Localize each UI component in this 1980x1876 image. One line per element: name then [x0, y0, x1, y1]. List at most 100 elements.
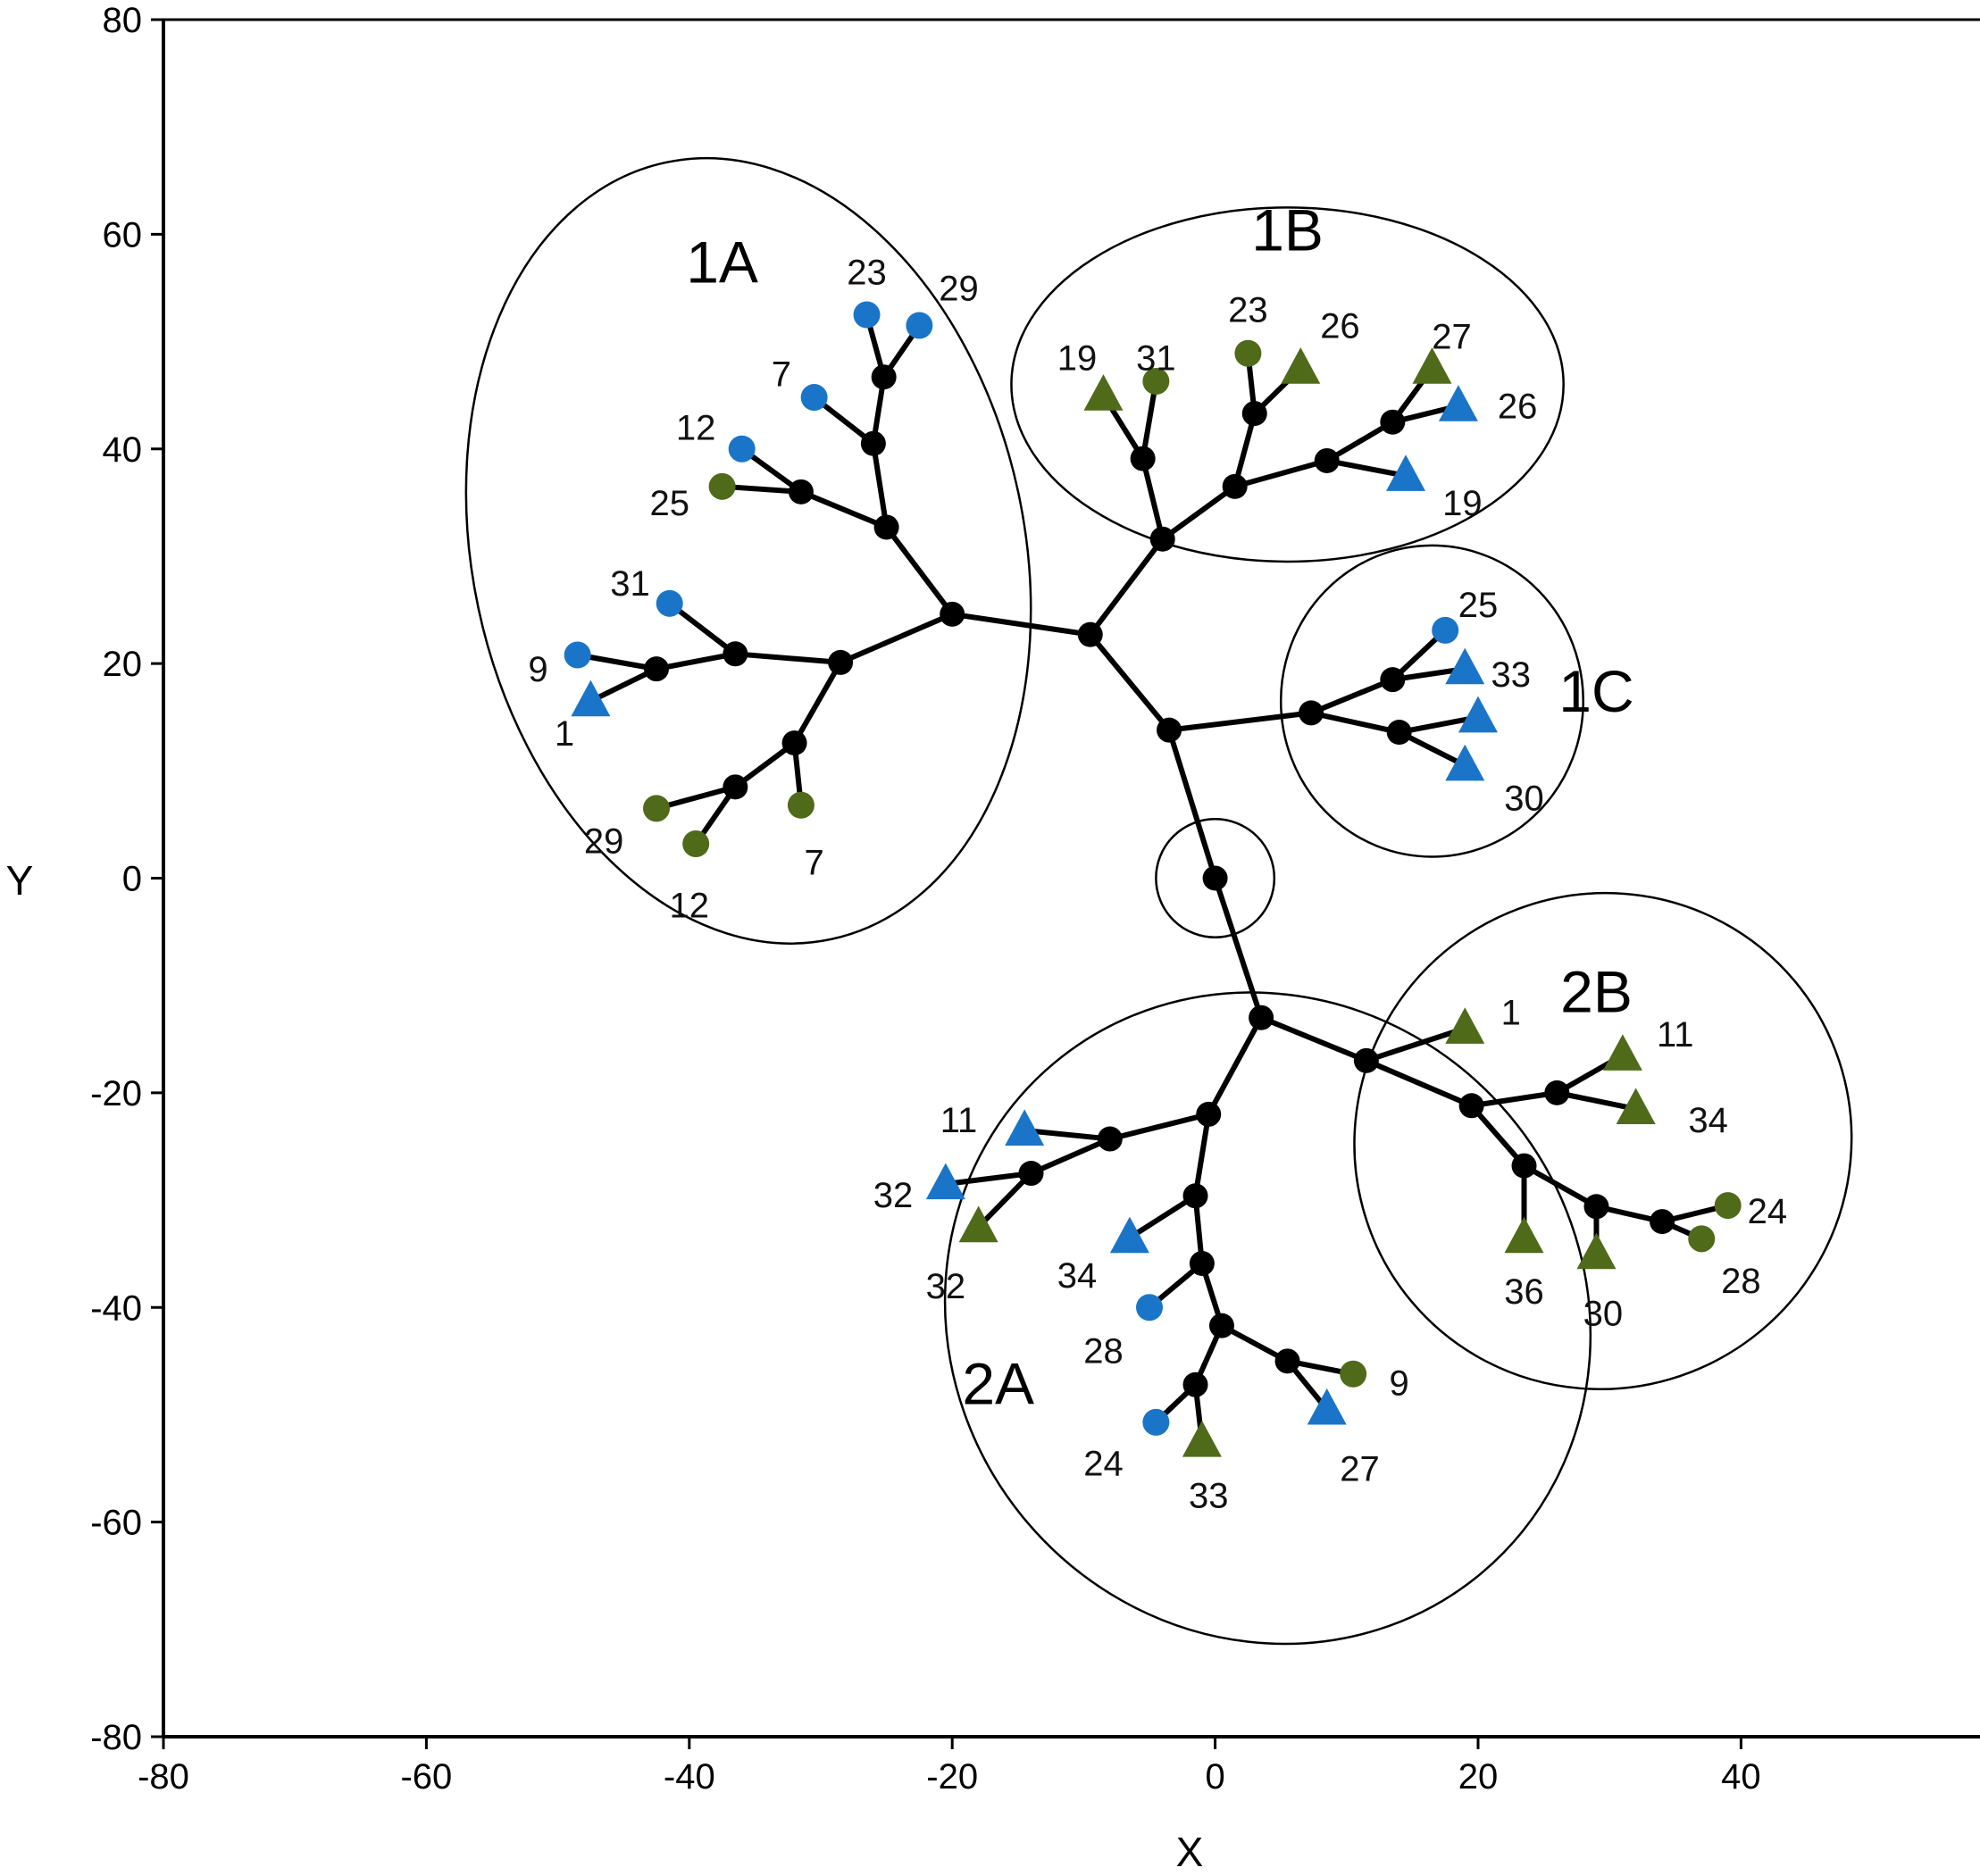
leaf-edge — [1126, 1193, 1199, 1241]
leaf-point-circle — [1142, 1408, 1170, 1436]
leaf-point-triangle — [1307, 1388, 1347, 1425]
cluster-ellipse — [1279, 544, 1585, 858]
leaf-point-triangle — [1412, 347, 1452, 384]
tree-edge — [1232, 411, 1257, 489]
tree-node — [1241, 401, 1267, 427]
tree-edge — [1363, 1057, 1475, 1109]
leaf-point-circle — [1136, 1294, 1163, 1322]
tree-edge — [883, 524, 956, 617]
leaf-edge — [666, 600, 739, 657]
tree-edge — [1166, 727, 1218, 881]
tree-node — [1274, 1348, 1300, 1374]
leaf-label: 1 — [1501, 994, 1521, 1033]
tree-node — [644, 656, 669, 682]
leaf-point-triangle — [1602, 1034, 1642, 1071]
leaf-label: 27 — [1340, 1450, 1380, 1489]
leaf-point-triangle — [1083, 374, 1124, 411]
tree-node — [1386, 720, 1412, 746]
tree-node — [828, 649, 854, 675]
tree-node — [1583, 1194, 1609, 1220]
tree-node — [1077, 621, 1103, 647]
y-tick-label: 60 — [103, 215, 143, 254]
leaf-label: 19 — [1057, 339, 1098, 379]
tree-edge — [1087, 631, 1173, 733]
tree-edge — [1308, 710, 1402, 736]
leaf-point-circle — [656, 589, 683, 617]
leaf-point-triangle — [1445, 744, 1485, 781]
tree-edge — [838, 611, 956, 665]
tree-edge — [798, 488, 890, 530]
leaf-edge — [1396, 714, 1481, 736]
leaf-label: 25 — [1458, 586, 1499, 625]
tree-edge — [1232, 457, 1330, 489]
leaf-point-triangle — [1005, 1109, 1045, 1146]
leaf-point-circle — [1432, 616, 1459, 644]
tree-edge — [1468, 1089, 1560, 1109]
tree-node — [1353, 1047, 1379, 1073]
leaf-label: 32 — [926, 1267, 966, 1306]
tree-node — [871, 364, 897, 390]
cluster-label: 2B — [1560, 959, 1633, 1025]
leaf-label: 7 — [772, 355, 791, 395]
tree-node — [860, 430, 886, 456]
plot-frame — [162, 18, 1980, 1738]
tree-node — [1182, 1183, 1208, 1209]
cluster-ellipse — [943, 991, 1592, 1646]
leaf-edge — [1363, 1025, 1468, 1063]
tree-edge — [949, 611, 1093, 638]
leaf-label: 7 — [805, 843, 824, 882]
leaf-point-circle — [1714, 1192, 1742, 1220]
leaf-label: 11 — [940, 1101, 978, 1140]
leaf-point-triangle — [1109, 1216, 1149, 1254]
tree-node — [1182, 1372, 1208, 1397]
tree-node — [1130, 446, 1156, 471]
tree-edge — [1159, 483, 1238, 542]
leaf-point-circle — [787, 791, 815, 819]
leaf-point-circle — [708, 472, 736, 500]
y-tick-label: 40 — [103, 430, 143, 470]
cluster-ellipse — [1353, 891, 1853, 1390]
tree-node — [788, 479, 814, 504]
cluster-ellipse — [464, 156, 1032, 945]
leaf-point-triangle — [1576, 1232, 1617, 1270]
tree-node — [1314, 447, 1340, 473]
leaf-label: 25 — [649, 484, 689, 523]
leaf-point-circle — [643, 795, 670, 822]
leaf-edge — [942, 1171, 1034, 1188]
tree-node — [1458, 1093, 1484, 1119]
tree-node — [1018, 1161, 1044, 1187]
tree-node — [723, 641, 748, 667]
tree-node — [1097, 1126, 1123, 1152]
tree-edge — [1324, 419, 1396, 463]
leaf-point-triangle — [958, 1205, 998, 1243]
tree-edge — [791, 659, 844, 746]
leaf-point-triangle — [1458, 696, 1498, 733]
leaf-label: 9 — [1390, 1363, 1409, 1403]
leaf-point-circle — [800, 384, 828, 412]
leaf-label: 24 — [1748, 1192, 1788, 1231]
leaf-label: 28 — [1721, 1262, 1761, 1301]
leaf-point-circle — [564, 641, 591, 669]
x-tick-label: 40 — [1721, 1757, 1761, 1797]
y-axis-title: Y — [6, 857, 34, 904]
tree-node — [1511, 1153, 1537, 1179]
tree-edges — [574, 312, 1731, 1445]
tree-node — [781, 730, 807, 756]
leaf-point-circle — [682, 830, 710, 858]
tree-edge — [732, 651, 844, 665]
tree-leaves — [564, 301, 1742, 1457]
leaf-point-circle — [1142, 368, 1170, 396]
tree-edge — [1308, 677, 1396, 716]
tree-edge — [1107, 1111, 1212, 1142]
leaf-label: 29 — [939, 269, 979, 308]
leaf-point-triangle — [1504, 1216, 1544, 1254]
leaf-edge — [654, 784, 739, 812]
tree-node — [1222, 473, 1248, 499]
leaf-label: 31 — [610, 564, 650, 604]
tree-node — [1208, 1313, 1234, 1338]
leaf-point-triangle — [1386, 454, 1426, 491]
leaf-edge — [975, 1171, 1034, 1230]
tree-node — [1380, 667, 1406, 693]
tree-node — [1157, 717, 1182, 743]
